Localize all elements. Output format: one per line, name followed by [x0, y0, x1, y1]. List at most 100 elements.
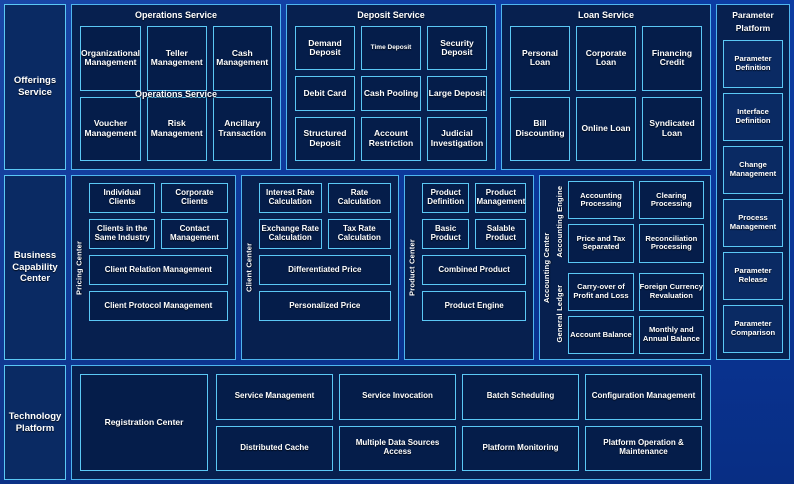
- service-item[interactable]: Account Restriction: [361, 116, 421, 161]
- tech-item[interactable]: Platform Operation & Maintenance: [585, 425, 702, 471]
- group-title-operations-service: Operations Service: [134, 10, 218, 20]
- accounting-item[interactable]: Monthly and Annual Balance: [638, 315, 704, 354]
- service-item[interactable]: Cash Pooling: [361, 76, 421, 111]
- tech-item[interactable]: Platform Monitoring: [462, 425, 579, 471]
- technology-platform-panel: Registration Center Service Management S…: [71, 365, 711, 480]
- accounting-item[interactable]: Accounting Processing: [568, 181, 634, 220]
- capability-item[interactable]: Client Relation Management: [89, 255, 228, 285]
- center-product-grid: Product Definition Product Management Ba…: [421, 183, 527, 249]
- parameter-item[interactable]: Process Management: [723, 198, 783, 247]
- operations-service-items: Organizational Management Teller Managem…: [72, 20, 280, 169]
- service-item[interactable]: Personal Loan: [510, 26, 570, 91]
- parameter-item[interactable]: Interface Definition: [723, 92, 783, 141]
- diagram-content-columns: Offerings Service Operations Service Ope…: [4, 4, 711, 480]
- accounting-item[interactable]: Reconciliation Processing: [638, 224, 704, 263]
- service-item[interactable]: Security Deposit: [427, 26, 487, 71]
- service-item[interactable]: Large Deposit: [427, 76, 487, 111]
- capability-item[interactable]: Basic Product: [421, 219, 470, 249]
- capability-item[interactable]: Corporate Clients: [161, 183, 228, 213]
- service-item[interactable]: Structured Deposit: [295, 116, 355, 161]
- layer-business-capability-center: Business Capability Center Pricing Cente…: [4, 175, 711, 360]
- accounting-engine-items: Accounting Processing Clearing Processin…: [566, 176, 710, 268]
- tech-item[interactable]: Distributed Cache: [216, 425, 333, 471]
- tech-item[interactable]: Batch Scheduling: [462, 374, 579, 420]
- group-operations-service[interactable]: Operations Service Operations Service Or…: [71, 4, 281, 170]
- capability-item[interactable]: Clients in the Same Industry: [89, 219, 156, 249]
- service-item[interactable]: Online Loan: [576, 96, 636, 161]
- diagram-main: Offerings Service Operations Service Ope…: [4, 4, 790, 480]
- section-label-general-ledger: General Ledger: [555, 284, 565, 343]
- accounting-item[interactable]: Account Balance: [568, 315, 634, 354]
- deposit-service-items: Demand Deposit Time Deposit Security Dep…: [287, 20, 495, 169]
- center-pricing[interactable]: Pricing Center Individual Clients Corpor…: [71, 175, 236, 360]
- tech-item[interactable]: Multiple Data Sources Access: [339, 425, 456, 471]
- center-pricing-body: Individual Clients Corporate Clients Cli…: [86, 176, 235, 359]
- service-item[interactable]: Demand Deposit: [295, 26, 355, 71]
- center-label-client: Client Center: [244, 242, 254, 293]
- center-product-body: Product Definition Product Management Ba…: [419, 176, 533, 359]
- service-item[interactable]: Time Deposit: [361, 26, 421, 71]
- service-item[interactable]: Syndicated Loan: [642, 96, 702, 161]
- center-client-body: Interest Rate Calculation Rate Calculati…: [256, 176, 398, 359]
- center-pricing-grid: Individual Clients Corporate Clients Cli…: [89, 183, 228, 249]
- center-client[interactable]: Client Center Interest Rate Calculation …: [240, 175, 399, 360]
- capability-item[interactable]: Rate Calculation: [327, 183, 391, 213]
- layer-offerings-service: Offerings Service Operations Service Ope…: [4, 4, 711, 170]
- tech-item[interactable]: Service Invocation: [339, 374, 456, 420]
- capability-item[interactable]: Contact Management: [161, 219, 228, 249]
- center-client-grid: Interest Rate Calculation Rate Calculati…: [258, 183, 391, 249]
- center-label-accounting: Accounting Center: [542, 232, 552, 303]
- service-item[interactable]: Corporate Loan: [576, 26, 636, 91]
- accounting-engine-section: Accounting Engine Accounting Processing …: [553, 176, 710, 268]
- center-label-pricing: Pricing Center: [74, 240, 84, 295]
- section-label-accounting-engine: Accounting Engine: [555, 185, 565, 258]
- capability-item[interactable]: Personalized Price: [258, 291, 391, 321]
- service-item[interactable]: Risk Management: [147, 96, 207, 161]
- capability-item[interactable]: Individual Clients: [89, 183, 156, 213]
- capability-centers: Pricing Center Individual Clients Corpor…: [71, 175, 711, 360]
- capability-item[interactable]: Product Definition: [421, 183, 470, 213]
- accounting-item[interactable]: Foreign Currency Revaluation: [638, 272, 704, 311]
- capability-item[interactable]: Client Protocol Management: [89, 291, 228, 321]
- capability-item[interactable]: Product Management: [475, 183, 527, 213]
- group-deposit-service[interactable]: Deposit Service Demand Deposit Time Depo…: [286, 4, 496, 170]
- capability-item[interactable]: Interest Rate Calculation: [258, 183, 322, 213]
- center-accounting[interactable]: Accounting Center Accounting Engine Acco…: [539, 175, 711, 360]
- service-item[interactable]: Judicial Investigation: [427, 116, 487, 161]
- group-loan-service[interactable]: Loan Service Personal Loan Corporate Loa…: [501, 4, 711, 170]
- capability-item[interactable]: Combined Product: [421, 255, 527, 285]
- service-item[interactable]: Debit Card: [295, 76, 355, 111]
- center-product[interactable]: Product Center Product Definition Produc…: [403, 175, 535, 360]
- parameter-platform-title: Parameter Platform: [732, 10, 774, 33]
- parameter-item[interactable]: Parameter Definition: [723, 39, 783, 88]
- rail-technology-platform[interactable]: Technology Platform: [4, 365, 66, 480]
- capability-item[interactable]: Exchange Rate Calculation: [258, 219, 322, 249]
- center-label-product: Product Center: [407, 239, 417, 296]
- general-ledger-section: General Ledger Carry-over of Profit and …: [553, 268, 710, 360]
- accounting-item[interactable]: Price and Tax Separated: [568, 224, 634, 263]
- accounting-sections: Accounting Engine Accounting Processing …: [553, 176, 710, 359]
- group-title-deposit-service: Deposit Service: [357, 10, 425, 20]
- service-item[interactable]: Teller Management: [147, 26, 207, 91]
- capability-item[interactable]: Product Engine: [421, 291, 527, 321]
- rail-business-capability-center[interactable]: Business Capability Center: [4, 175, 66, 360]
- registration-center-box[interactable]: Registration Center: [80, 374, 208, 471]
- parameter-item[interactable]: Change Management: [723, 145, 783, 194]
- parameter-item[interactable]: Parameter Comparison: [723, 304, 783, 353]
- service-item[interactable]: Voucher Management: [80, 96, 142, 161]
- parameter-item[interactable]: Parameter Release: [723, 251, 783, 300]
- service-item[interactable]: Bill Discounting: [510, 96, 570, 161]
- rail-offerings-service[interactable]: Offerings Service: [4, 4, 66, 170]
- accounting-item[interactable]: Carry-over of Profit and Loss: [568, 272, 634, 311]
- service-item[interactable]: Organizational Management: [80, 26, 142, 91]
- accounting-item[interactable]: Clearing Processing: [638, 181, 704, 220]
- service-item[interactable]: Financing Credit: [642, 26, 702, 91]
- service-item[interactable]: Cash Management: [212, 26, 272, 91]
- capability-item[interactable]: Salable Product: [475, 219, 527, 249]
- capability-item[interactable]: Differentiated Price: [258, 255, 391, 285]
- service-item[interactable]: Ancillary Transaction: [212, 96, 272, 161]
- tech-item[interactable]: Configuration Management: [585, 374, 702, 420]
- tech-item[interactable]: Service Management: [216, 374, 333, 420]
- capability-item[interactable]: Tax Rate Calculation: [327, 219, 391, 249]
